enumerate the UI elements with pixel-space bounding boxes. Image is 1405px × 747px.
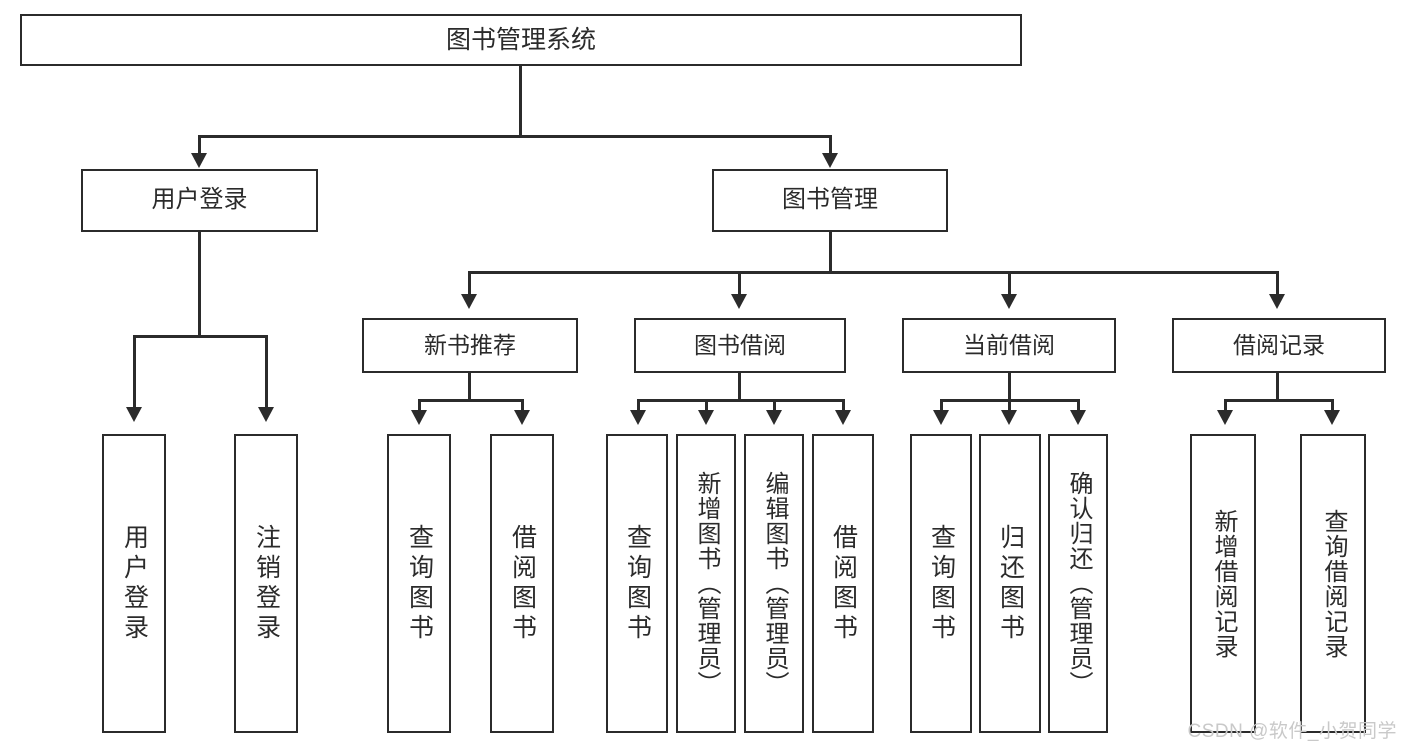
- connector-borrow-bar: [637, 399, 845, 402]
- arrow-bookmgmt-to-newbook: [461, 294, 477, 309]
- connector-borrow-stem: [738, 373, 741, 401]
- connector-bookmgmt-to-records: [1276, 271, 1279, 298]
- connector-borrow-to-leaf4: [842, 399, 845, 413]
- connector-bookmgmt-to-borrow: [738, 271, 741, 298]
- arrow-records-to-leaf2: [1324, 410, 1340, 425]
- node-leaf-query-borrow-record[interactable]: 查询借阅记录: [1300, 434, 1366, 733]
- node-current-borrow[interactable]: 当前借阅: [902, 318, 1116, 373]
- arrow-current-to-leaf3: [1070, 410, 1086, 425]
- node-label: 注销登录: [252, 523, 281, 644]
- node-label: 用户登录: [120, 523, 149, 644]
- connector-current-to-leaf3: [1077, 399, 1080, 413]
- node-leaf-add-book-admin[interactable]: 新增图书（管理员）: [676, 434, 736, 733]
- node-leaf-edit-book-admin[interactable]: 编辑图书（管理员）: [744, 434, 804, 733]
- arrow-current-to-leaf1: [933, 410, 949, 425]
- arrow-newbook-to-leaf2: [514, 410, 530, 425]
- node-leaf-query-book-current[interactable]: 查询图书: [910, 434, 972, 733]
- node-book-management[interactable]: 图书管理: [712, 169, 948, 232]
- node-label: 借阅图书: [829, 523, 858, 644]
- connector-newbook-to-leaf1: [418, 399, 421, 413]
- node-leaf-query-book-newbook[interactable]: 查询图书: [387, 434, 451, 733]
- connector-records-to-leaf1: [1224, 399, 1227, 413]
- connector-newbook-bar: [418, 399, 524, 402]
- arrow-borrow-to-leaf4: [835, 410, 851, 425]
- connector-current-stem: [1008, 373, 1011, 401]
- node-label: 新书推荐: [424, 331, 516, 358]
- connector-newbook-stem: [468, 373, 471, 401]
- node-leaf-add-borrow-record[interactable]: 新增借阅记录: [1190, 434, 1256, 733]
- node-borrow-records[interactable]: 借阅记录: [1172, 318, 1386, 373]
- connector-borrow-to-leaf2: [705, 399, 708, 413]
- connector-newbook-to-leaf2: [521, 399, 524, 413]
- arrow-bookmgmt-to-borrow: [731, 294, 747, 309]
- connector-records-bar: [1224, 399, 1334, 402]
- arrow-current-to-leaf2: [1001, 410, 1017, 425]
- node-leaf-user-logout[interactable]: 注销登录: [234, 434, 298, 733]
- node-label: 确认归还（管理员）: [1065, 471, 1092, 696]
- connector-root-to-login: [198, 135, 201, 157]
- node-new-book-recommend[interactable]: 新书推荐: [362, 318, 578, 373]
- node-leaf-user-login[interactable]: 用户登录: [102, 434, 166, 733]
- node-label: 借阅记录: [1233, 331, 1325, 358]
- node-label: 用户登录: [151, 186, 248, 214]
- arrow-newbook-to-leaf1: [411, 410, 427, 425]
- connector-bookmgmt-to-current: [1008, 271, 1011, 298]
- connector-current-to-leaf1: [940, 399, 943, 413]
- arrow-login-to-leaf1: [126, 407, 142, 422]
- connector-login-stem: [198, 232, 201, 337]
- node-leaf-confirm-return-admin[interactable]: 确认归还（管理员）: [1048, 434, 1108, 733]
- node-label: 编辑图书（管理员）: [761, 471, 788, 696]
- csdn-watermark: CSDN @软件_小贺同学: [1187, 721, 1397, 742]
- node-label: 查询图书: [623, 523, 652, 644]
- node-label: 新增借阅记录: [1210, 508, 1237, 659]
- node-label: 查询图书: [405, 523, 434, 644]
- connector-root-bar: [198, 135, 832, 138]
- connector-root-stem: [519, 66, 522, 137]
- connector-root-to-bookmgmt: [829, 135, 832, 157]
- arrow-borrow-to-leaf1: [630, 410, 646, 425]
- connector-current-to-leaf2: [1008, 399, 1011, 413]
- connector-bookmgmt-to-newbook: [468, 271, 471, 298]
- arrow-bookmgmt-to-records: [1269, 294, 1285, 309]
- node-leaf-query-book-borrow[interactable]: 查询图书: [606, 434, 668, 733]
- node-label: 归还图书: [996, 523, 1025, 644]
- node-user-login[interactable]: 用户登录: [81, 169, 318, 232]
- node-leaf-borrow-book-borrow[interactable]: 借阅图书: [812, 434, 874, 733]
- connector-login-to-leaf1: [133, 335, 136, 411]
- arrow-borrow-to-leaf3: [766, 410, 782, 425]
- connector-records-to-leaf2: [1331, 399, 1334, 413]
- arrow-root-to-bookmgmt: [822, 153, 838, 168]
- node-label: 图书管理系统: [445, 26, 596, 54]
- node-label: 新增图书（管理员）: [693, 471, 720, 696]
- node-leaf-borrow-book-newbook[interactable]: 借阅图书: [490, 434, 554, 733]
- node-label: 借阅图书: [508, 523, 537, 644]
- node-leaf-return-book[interactable]: 归还图书: [979, 434, 1041, 733]
- node-label: 查询借阅记录: [1320, 508, 1347, 659]
- arrow-root-to-login: [191, 153, 207, 168]
- arrow-bookmgmt-to-current: [1001, 294, 1017, 309]
- node-label: 图书管理: [782, 186, 878, 214]
- node-book-borrow[interactable]: 图书借阅: [634, 318, 846, 373]
- node-label: 当前借阅: [963, 331, 1055, 358]
- arrow-borrow-to-leaf2: [698, 410, 714, 425]
- connector-bookmgmt-stem: [829, 232, 832, 273]
- connector-login-bar: [133, 335, 268, 338]
- node-label: 查询图书: [927, 523, 956, 644]
- node-root-book-management-system[interactable]: 图书管理系统: [20, 14, 1022, 66]
- connector-borrow-to-leaf3: [773, 399, 776, 413]
- connector-borrow-to-leaf1: [637, 399, 640, 413]
- connector-bookmgmt-bar: [468, 271, 1279, 274]
- connector-login-to-leaf2: [265, 335, 268, 411]
- node-label: 图书借阅: [694, 331, 786, 358]
- arrow-records-to-leaf1: [1217, 410, 1233, 425]
- connector-records-stem: [1276, 373, 1279, 401]
- arrow-login-to-leaf2: [258, 407, 274, 422]
